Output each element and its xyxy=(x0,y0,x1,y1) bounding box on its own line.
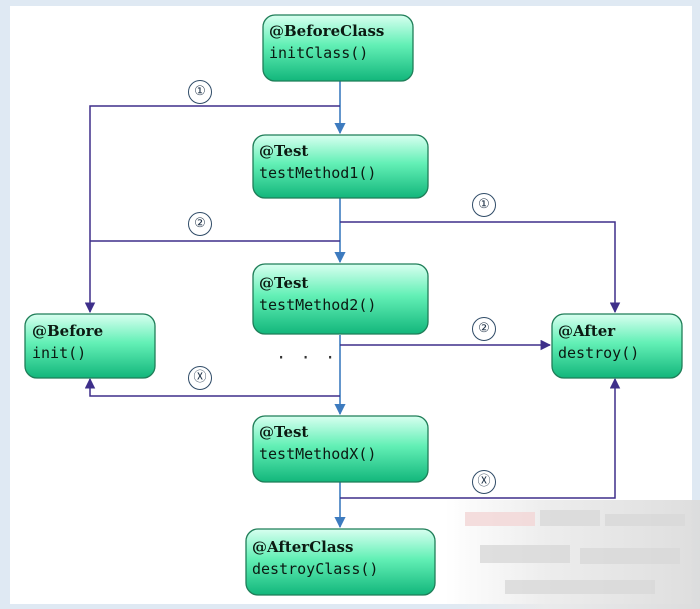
badge-before-1: ① xyxy=(188,80,212,104)
before-loop-1 xyxy=(84,105,340,314)
after-loop-1 xyxy=(340,221,621,314)
node-afterclass xyxy=(245,528,436,596)
after-loop-x xyxy=(340,377,621,499)
badge-before-2: ② xyxy=(188,212,212,236)
node-test1 xyxy=(252,134,429,199)
before-loop-lines xyxy=(84,105,340,397)
badge-after-2: ② xyxy=(472,317,496,341)
node-boxes xyxy=(24,14,683,596)
node-after xyxy=(551,313,683,379)
node-before xyxy=(24,313,156,379)
badge-before-x: Ⓧ xyxy=(188,366,212,390)
node-beforeclass xyxy=(262,14,414,82)
node-test2 xyxy=(252,263,429,335)
after-loop-lines xyxy=(340,221,621,499)
before-loop-x xyxy=(84,377,340,397)
more-tests-ellipsis: · · · xyxy=(276,348,338,368)
node-testx xyxy=(252,415,429,483)
badge-after-1: ① xyxy=(472,193,496,217)
badge-after-x: Ⓧ xyxy=(472,470,496,494)
blurred-watermark xyxy=(445,500,700,609)
